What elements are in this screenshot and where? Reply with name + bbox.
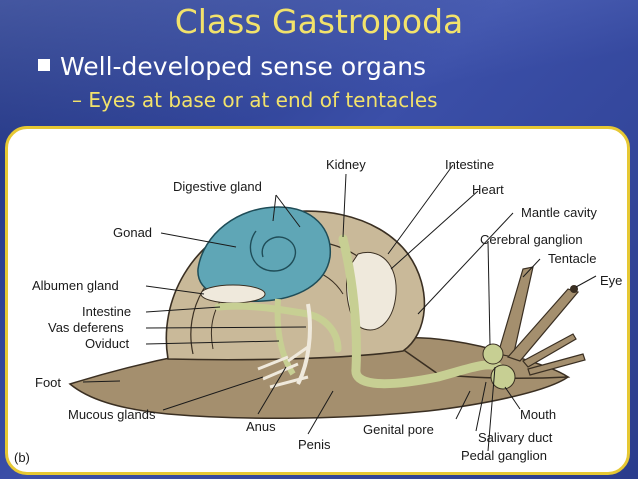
label-penis: Penis: [298, 437, 331, 452]
buccal-mass: [490, 364, 516, 390]
leader-lines: [82, 164, 597, 452]
gut-tube: [338, 234, 503, 389]
label-foot: Foot: [35, 375, 61, 390]
eye-tentacle: [506, 288, 580, 362]
bullet-text: Well-developed sense organs: [60, 52, 427, 81]
label-salivary-duct: Salivary duct: [478, 430, 553, 445]
label-vas-deferens: Vas deferens: [48, 320, 124, 335]
sub-bullet-text: – Eyes at base or at end of tentacles: [72, 88, 438, 112]
label-genital-pore: Genital pore: [363, 422, 434, 437]
ganglion: [482, 343, 504, 365]
label-pedal-ganglion: Pedal ganglion: [461, 448, 547, 463]
snail-diagram: Kidney Intestine Heart Digestive gland M…: [14, 157, 622, 465]
label-panel-b: (b): [14, 450, 30, 465]
label-mucous-glands: Mucous glands: [68, 407, 156, 422]
label-digestive-gland: Digestive gland: [173, 179, 262, 194]
bullet-square-icon: [38, 59, 50, 71]
label-cerebral-ganglion: Cerebral ganglion: [480, 232, 583, 247]
lower-tentacle-2: [527, 353, 586, 376]
label-intestine-top: Intestine: [445, 157, 494, 172]
label-heart: Heart: [472, 182, 504, 197]
mucous-gland-strands: [257, 345, 309, 389]
lower-tentacle-1: [522, 333, 577, 368]
label-gonad: Gonad: [113, 225, 152, 240]
label-oviduct: Oviduct: [85, 336, 129, 351]
label-albumen-gland: Albumen gland: [32, 278, 119, 293]
label-intestine: Intestine: [82, 304, 131, 319]
label-mantle-cavity: Mantle cavity: [521, 205, 597, 220]
label-mouth: Mouth: [520, 407, 556, 422]
bullet-item: Well-developed sense organs: [38, 52, 426, 81]
label-eye: Eye: [600, 273, 622, 288]
digestive-gland-spiral: [249, 230, 296, 272]
albumen-gland: [200, 284, 266, 304]
label-anus: Anus: [246, 419, 276, 434]
label-tentacle: Tentacle: [548, 251, 596, 266]
slide-title: Class Gastropoda: [174, 2, 464, 41]
label-kidney: Kidney: [326, 157, 366, 172]
snail-diagram-panel: Kidney Intestine Heart Digestive gland M…: [5, 126, 630, 475]
